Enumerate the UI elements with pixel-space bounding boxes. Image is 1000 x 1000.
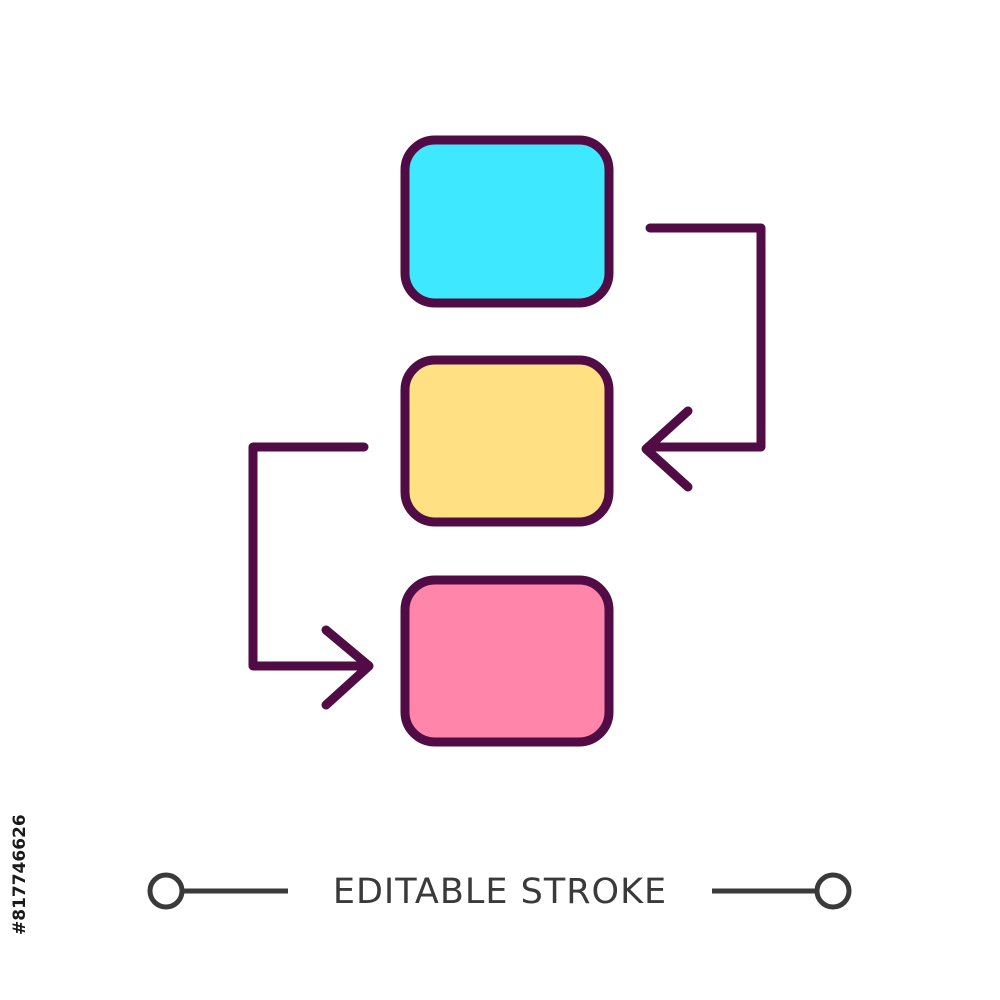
connector-middle-to-bottom bbox=[248, 442, 371, 671]
arrowhead-left-icon bbox=[641, 406, 693, 492]
stock-id-label: #817746626 bbox=[10, 814, 30, 935]
middle-box bbox=[400, 355, 614, 527]
arrowhead-right-icon bbox=[321, 625, 374, 710]
right-endpoint-icon bbox=[814, 872, 852, 910]
editable-stroke-caption: EDITABLE STROKE bbox=[332, 872, 668, 912]
top-box bbox=[400, 135, 614, 308]
connector-top-to-middle bbox=[645, 223, 766, 452]
bottom-box bbox=[400, 575, 614, 747]
